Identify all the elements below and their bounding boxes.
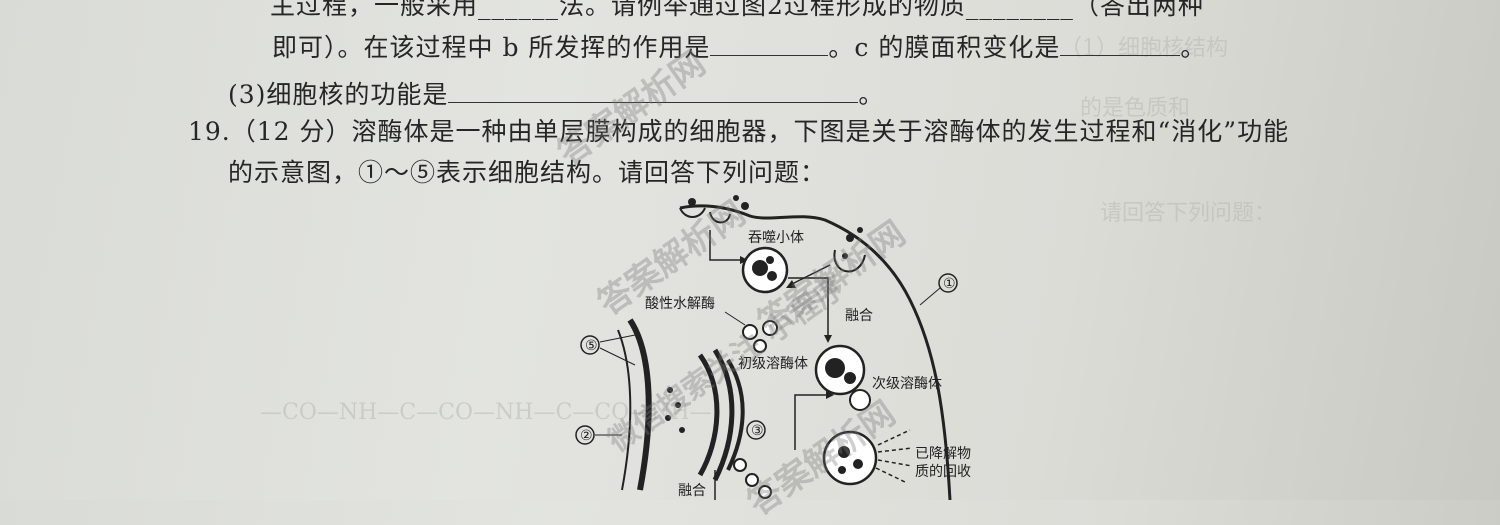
bleed-through-text: 的是色质和: [1080, 96, 1191, 121]
label-3-circle: [746, 420, 766, 440]
label-fusion-top: 融合: [845, 308, 873, 324]
bleed-through-text: 请回答下列问题：: [1100, 201, 1277, 226]
digesting-lysosome: [822, 430, 878, 486]
phagosome-content: [767, 271, 777, 281]
phagosome-content: [752, 260, 768, 276]
lysosome-content: [838, 446, 850, 458]
text-segment: (3)细胞核的功能是: [228, 80, 449, 109]
particle: [846, 234, 854, 242]
arrow: [788, 277, 829, 335]
vesicle: [733, 458, 747, 472]
phagosome-content: [766, 256, 774, 264]
particle: [688, 198, 696, 206]
vesicle: [745, 473, 759, 487]
leader-line: [599, 334, 636, 343]
golgi-apparatus: [726, 358, 745, 471]
leader-line: [599, 347, 636, 366]
leader-line: [919, 287, 941, 306]
label-degraded-line1: 已降解物: [915, 446, 971, 462]
arrowhead: [786, 280, 796, 288]
arrow: [794, 394, 828, 450]
label-5: ⑤: [585, 338, 598, 354]
leader-line: [724, 311, 746, 326]
label-1: ①: [943, 276, 956, 292]
golgi-apparatus: [712, 348, 735, 482]
arrowhead: [740, 256, 748, 264]
answer-blank[interactable]: [710, 33, 829, 56]
arrow: [709, 230, 740, 261]
secondary-lysosome-small: [849, 389, 871, 411]
primary-lysosome: [742, 324, 758, 340]
primary-lysosome: [762, 320, 778, 336]
label-phagosome: 吞噬小体: [748, 230, 804, 246]
label-fusion-bottom: 融合: [678, 483, 706, 499]
label-1-circle: [938, 273, 958, 293]
label-degraded-line2: 质的回收: [915, 464, 971, 480]
text-line-3: (3)细胞核的功能是 。: [228, 75, 884, 111]
lysosome-content: [838, 466, 846, 474]
arrowhead: [824, 335, 832, 343]
particle: [741, 202, 749, 210]
answer-blank[interactable]: [448, 80, 859, 103]
text-segment: 。c 的膜面积变化是: [828, 33, 1061, 62]
vesicle: [758, 485, 772, 499]
answer-blank[interactable]: [1060, 33, 1181, 56]
text-segment: 。: [858, 80, 885, 109]
cell-membrane: [679, 204, 952, 500]
particle: [842, 253, 848, 259]
text-segment: 。: [1180, 33, 1207, 62]
question-19-line-2: 的示意图，①～⑤表示细胞结构。请回答下列问题：: [228, 158, 827, 187]
vesicle: [675, 402, 681, 408]
text-line-2: 即可）。在该过程中 b 所发挥的作用是 。c 的膜面积变化是 。: [272, 28, 1206, 64]
text-line-top: 主过程，一般采用______法。请例举通过图2过程形成的物质________（答…: [270, 0, 1204, 20]
endoplasmic-reticulum: [627, 318, 652, 491]
particle: [733, 195, 739, 201]
label-primary-lysosome: 初级溶酶体: [738, 355, 808, 372]
exam-page: （1）细胞核结构 的是色质和 请回答下列问题： —CO—NH—C—CO—NH—C…: [188, 0, 1290, 524]
bleed-through-text: —CO—NH—C—CO—NH—C—CO—NH—: [260, 400, 712, 425]
label-secondary-lysosome: 次级溶酶体: [872, 376, 942, 392]
label-acid-hydrolase: 酸性水解酶: [645, 296, 715, 312]
phagocytosis-cup: [833, 249, 866, 273]
question-19-line-1: 19.（12 分）溶酶体是一种由单层膜构成的细胞器，下图是关于溶酶体的发生过程和…: [188, 117, 1290, 146]
lysosome-diagram: 吞噬小体 ① 融合 酸性水解酶 初级溶酶体 次级溶酶体 ⑤: [575, 195, 971, 500]
lysosome-content: [844, 372, 856, 384]
lysosome-content: [853, 459, 863, 469]
recycle-arrows: [875, 429, 913, 483]
bleed-through-text: （1）细胞核结构: [1060, 36, 1228, 61]
label-3: ③: [751, 423, 764, 439]
lysosome-content: [825, 358, 845, 378]
endoplasmic-reticulum: [617, 329, 632, 491]
endocytosis-invagination: [679, 207, 706, 218]
vesicle: [679, 427, 685, 433]
vesicle: [665, 415, 671, 421]
text-segment: 即可）。在该过程中 b 所发挥的作用是: [272, 33, 711, 62]
particle: [857, 227, 863, 233]
vesicle: [667, 387, 673, 393]
label-2: ②: [580, 428, 593, 444]
arrow: [789, 264, 831, 286]
label-5-circle: [580, 335, 600, 355]
endocytosis-invagination: [709, 211, 731, 224]
primary-lysosome: [753, 339, 767, 353]
arrowhead: [826, 391, 834, 399]
label-2-circle: [575, 425, 595, 445]
golgi-apparatus: [697, 353, 720, 477]
